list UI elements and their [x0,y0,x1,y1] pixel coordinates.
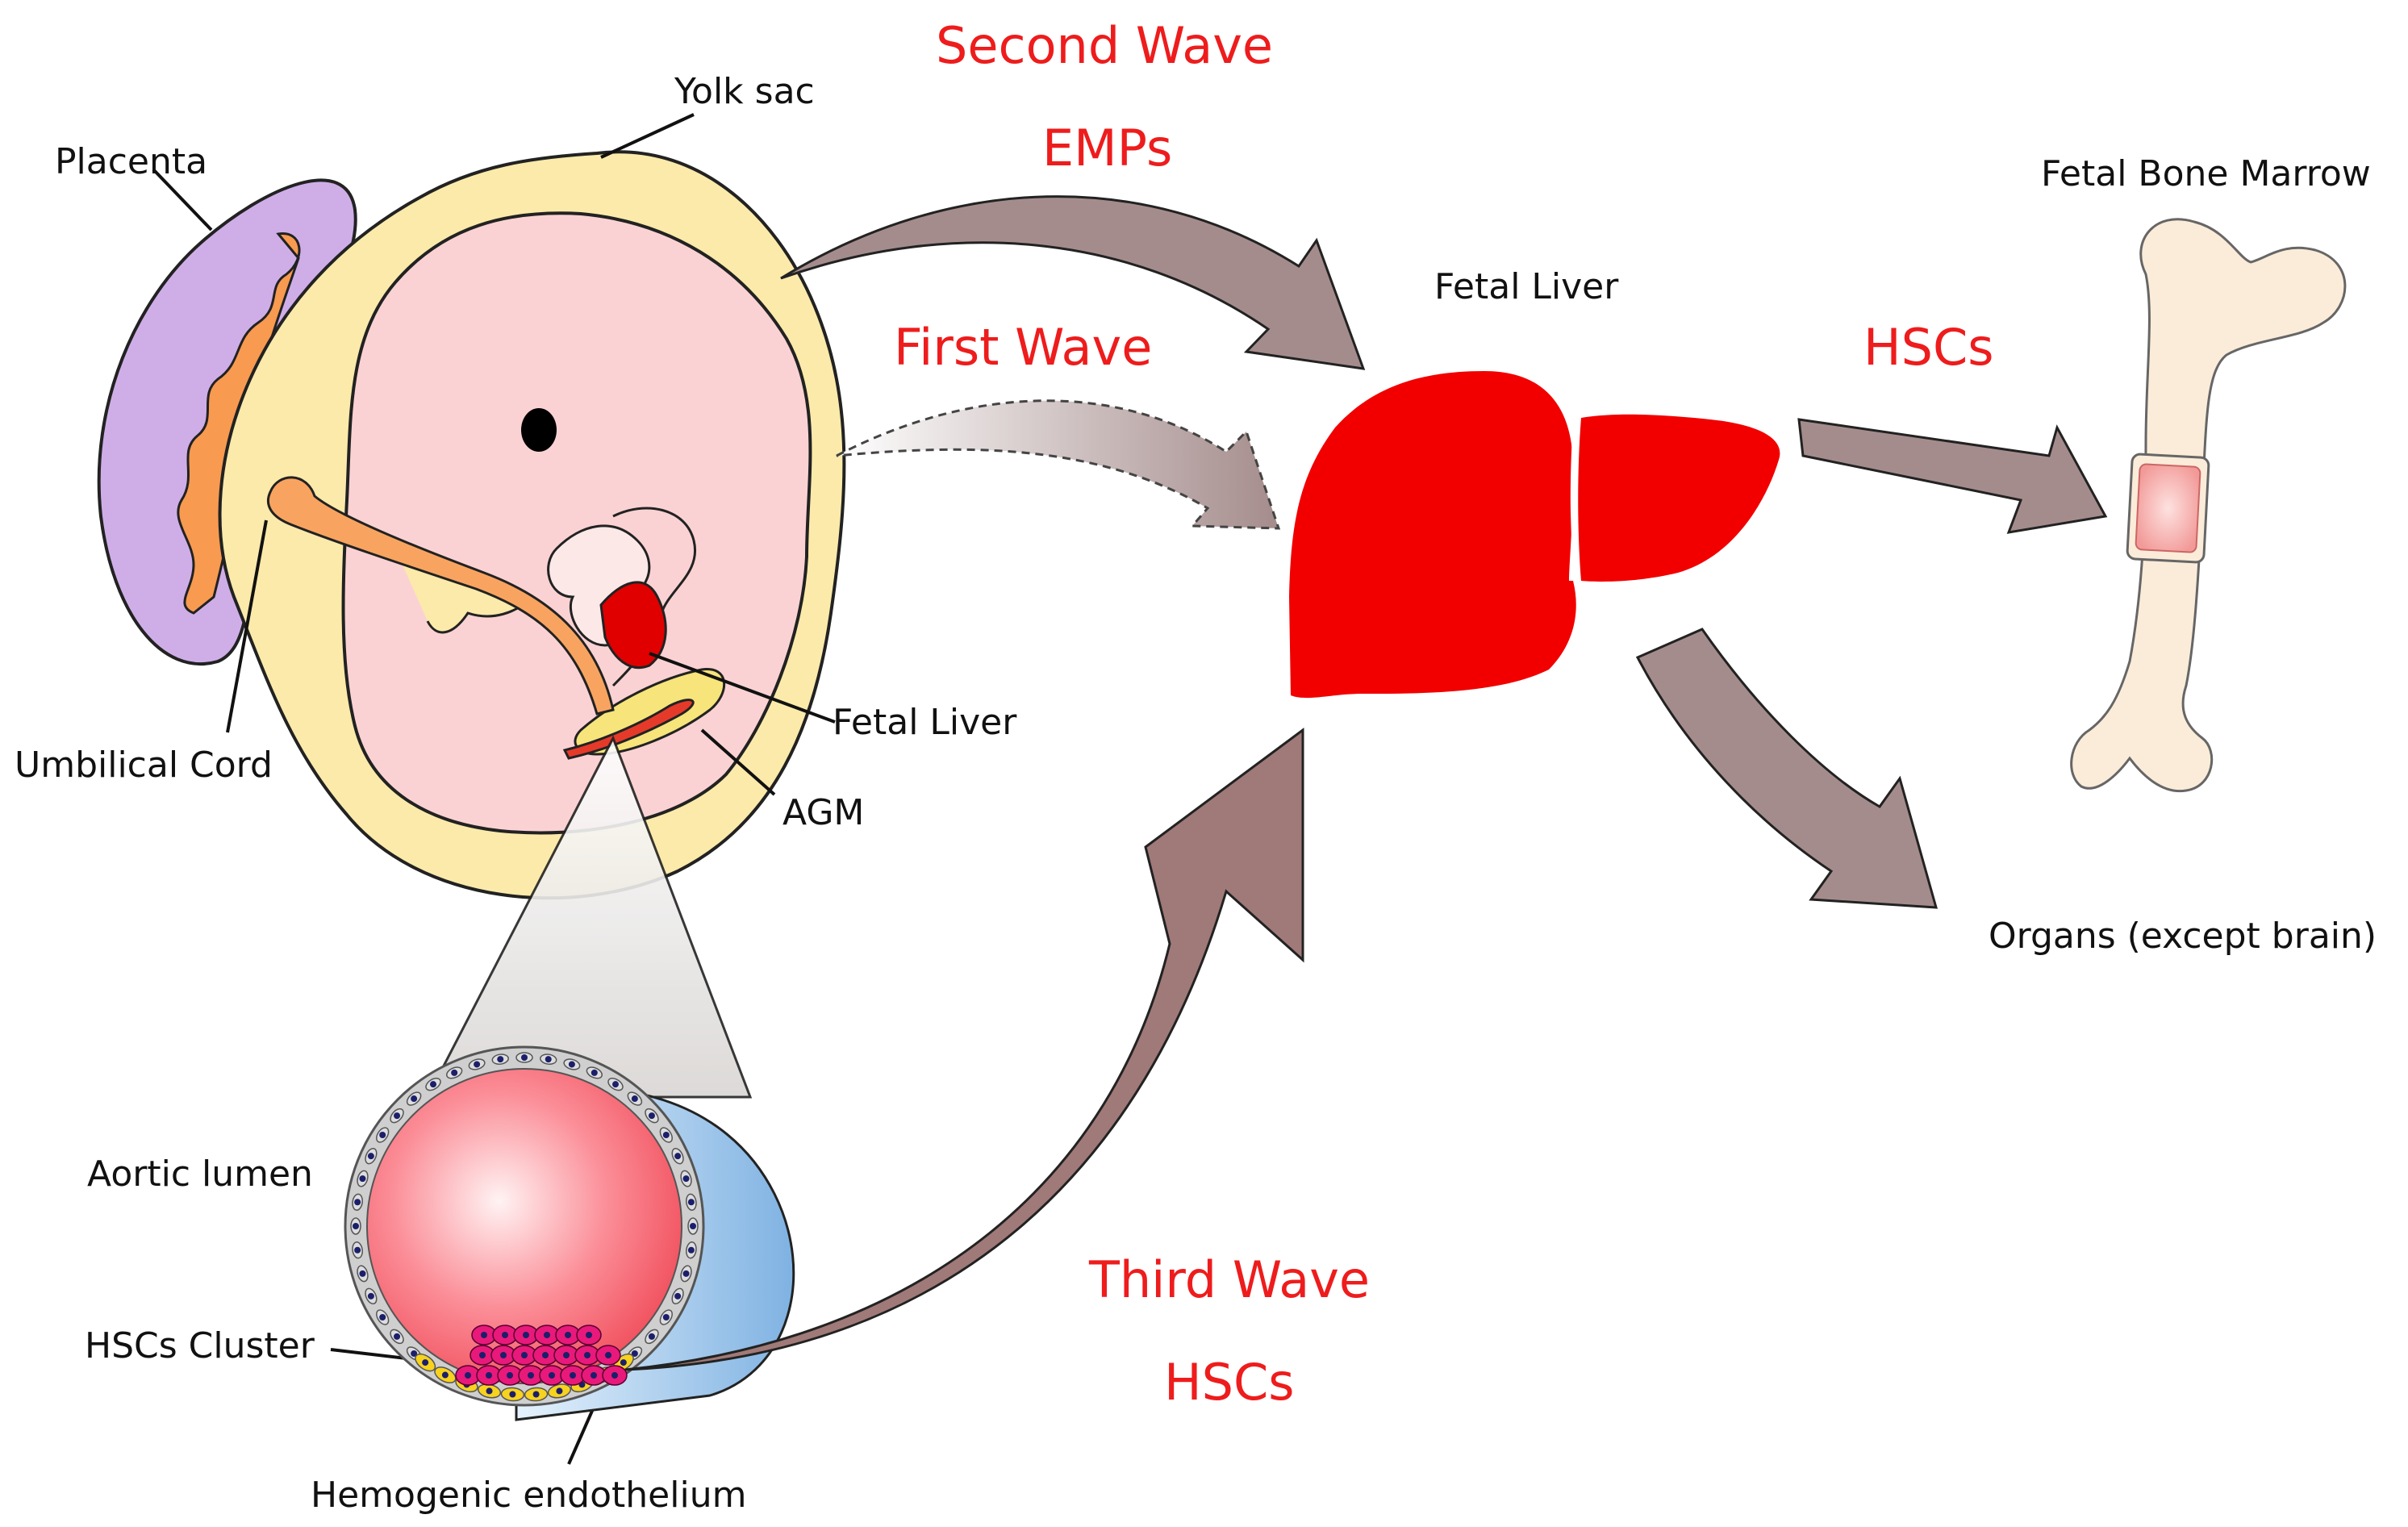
hemogenic-cell-nucleus [509,1391,516,1398]
label-placenta: Placenta [55,141,207,182]
label-third-wave: Third Wave [1088,1250,1370,1309]
hsc-cell-nucleus [486,1372,492,1379]
embryo-eye [521,408,557,452]
first-wave-arrow [836,399,1281,530]
umbilical-cord [266,476,615,716]
label-fetal-liver-embryo: Fetal Liver [833,702,1017,743]
endothelial-cell-nucleus [411,1350,418,1357]
hsc-cell-nucleus [563,1352,570,1358]
second-wave-arrow [780,195,1366,370]
hsc-cell-nucleus [611,1372,618,1379]
label-fetal-liver: Fetal Liver [1434,266,1619,307]
endothelial-cell-nucleus [354,1246,361,1254]
endothelial-cell-nucleus [411,1095,418,1103]
endothelial-cell-nucleus [648,1112,655,1120]
endothelial-cell-nucleus [631,1095,638,1103]
endothelial-cell-nucleus [474,1061,481,1068]
hsc-cell-nucleus [544,1332,550,1338]
bone-marrow-arrow [1797,418,2108,534]
hsc-cell-nucleus [605,1352,611,1358]
hemogenic-cell-nucleus [441,1371,449,1379]
endothelial-cell-nucleus [353,1223,359,1229]
label-organs: Organs (except brain) [1989,916,2377,957]
hsc-cell-nucleus [500,1352,507,1358]
hsc-cell-nucleus [591,1372,597,1379]
embryo [341,211,812,835]
endothelial-cell-nucleus [367,1292,374,1300]
hsc-cell-nucleus [549,1372,555,1379]
endothelial-cell-nucleus [451,1069,458,1076]
label-hemogenic-endothelium: Hemogenic endothelium [311,1475,746,1516]
organs-arrow [1635,628,1939,909]
label-second-wave: Second Wave [936,16,1273,75]
hsc-cell-nucleus [465,1372,471,1379]
hsc-cell-nucleus [586,1332,592,1338]
endothelial-cell-nucleus [648,1333,655,1340]
endothelial-cell-nucleus [662,1313,670,1320]
fetal-bone [2070,218,2347,793]
endothelial-cell-nucleus [521,1054,528,1061]
hsc-cell-nucleus [542,1352,549,1358]
hsc-cell-nucleus [507,1372,513,1379]
endothelial-cell-nucleus [611,1081,619,1088]
endothelial-cell-nucleus [674,1292,682,1300]
aorta-cross-section [344,1045,795,1421]
endothelial-cell-nucleus [687,1199,695,1206]
hemogenic-cell-nucleus [486,1387,493,1395]
endothelial-cell-nucleus [359,1270,366,1277]
endothelial-cells [350,1052,699,1361]
endothelial-cell-nucleus [631,1350,638,1357]
label-yolk-sac: Yolk sac [674,71,815,112]
hemogenic-cell-nucleus [556,1387,563,1395]
endothelial-cell-nucleus [591,1069,598,1076]
label-agm: AGM [782,792,864,833]
endothelial-cell-nucleus [682,1175,690,1183]
hsc-cell-nucleus [528,1372,534,1379]
hsc-cell-nucleus [479,1352,486,1358]
endothelial-cell-nucleus [545,1056,552,1063]
hemogenic-cell-nucleus [532,1391,540,1398]
embryo-agm [574,668,726,756]
label-bone-marrow-hscs: HSCs [1863,318,1994,377]
hsc-cell-nucleus [502,1332,508,1338]
hscs-cluster [455,1325,628,1386]
endothelial-cell-nucleus [394,1333,401,1340]
label-fetal-bone-marrow: Fetal Bone Marrow [2041,153,2371,194]
hsc-cell-nucleus [521,1352,528,1358]
third-wave-arrow [624,728,1304,1371]
endothelial-cell-nucleus [359,1175,366,1183]
bone-marrow [2135,463,2201,553]
endothelial-cell-nucleus [690,1223,696,1229]
embryo-fetal-liver [599,581,667,670]
label-third-wave-hscs: HSCs [1164,1353,1295,1412]
endothelial-cell-nucleus [430,1081,437,1088]
endothelial-cell-nucleus [367,1153,374,1160]
endothelial-cell-nucleus [682,1270,690,1277]
label-umbilical-cord: Umbilical Cord [15,745,273,786]
hsc-cell-nucleus [481,1332,487,1338]
endothelial-cell-nucleus [674,1153,682,1160]
hsc-cell-nucleus [570,1372,576,1379]
hsc-cell-nucleus [565,1332,571,1338]
endothelial-cell-nucleus [662,1132,670,1139]
label-aortic-lumen: Aortic lumen [87,1154,313,1195]
endothelial-cell-nucleus [568,1061,575,1068]
hsc-cell-nucleus [584,1352,591,1358]
hemogenic-cell-nucleus [620,1359,627,1366]
endothelial-cell-nucleus [394,1112,401,1120]
endothelial-cell-nucleus [379,1132,386,1139]
label-hscs-cluster: HSCs Cluster [85,1325,315,1366]
fetal-liver [1289,371,1780,699]
label-first-wave: First Wave [894,318,1152,377]
endothelial-cell-nucleus [687,1246,695,1254]
hsc-cell-nucleus [523,1332,529,1338]
endothelial-cell-nucleus [379,1313,386,1320]
label-second-wave-emps: EMPs [1042,119,1172,177]
endothelial-cell-nucleus [354,1199,361,1206]
endothelial-cell-nucleus [497,1056,504,1063]
hemogenic-cell-nucleus [422,1359,429,1366]
